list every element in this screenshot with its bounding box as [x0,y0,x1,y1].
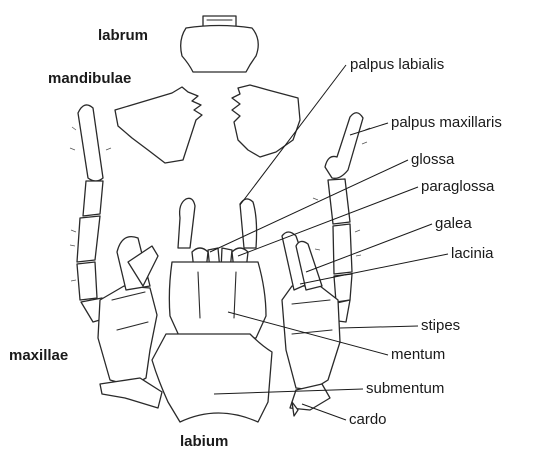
mandible-right [232,85,300,157]
label-galea: galea [435,215,472,232]
labrum-drawing [181,16,259,72]
leader-galea [306,224,432,272]
label-stipes: stipes [421,317,460,334]
label-labrum: labrum [98,27,148,44]
label-glossa: glossa [411,151,455,168]
label-lacinia: lacinia [451,245,494,262]
leader-stipes [340,326,418,328]
leader-cardo [302,404,346,420]
label-palpus-maxillaris: palpus maxillaris [391,114,502,131]
mandible-left [115,87,202,163]
label-mentum: mentum [391,346,445,363]
label-submentum: submentum [366,380,444,397]
label-labium: labium [180,433,228,450]
label-mandibulae: mandibulae [48,70,131,87]
leader-lacinia [300,254,448,284]
label-paraglossa: paraglossa [421,178,495,195]
label-cardo: cardo [349,411,387,428]
label-maxillae: maxillae [9,347,68,364]
label-palpus-labialis: palpus labialis [350,56,444,73]
